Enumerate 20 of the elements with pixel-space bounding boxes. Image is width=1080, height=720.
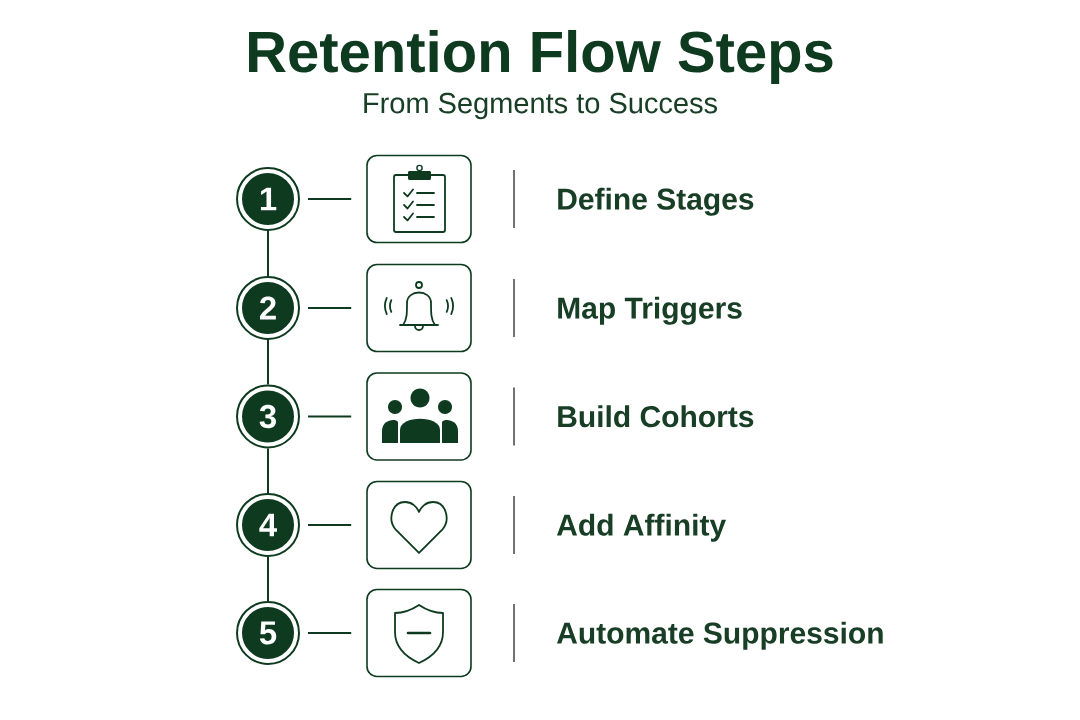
step-label: Build Cohorts — [558, 405, 754, 428]
connector-line — [267, 556, 269, 602]
connector-line — [307, 524, 353, 526]
step-label: Map Triggers — [558, 296, 742, 325]
connector-line — [307, 632, 353, 634]
step-label: Automate Suppression — [556, 621, 883, 650]
step-label: Add Affinity — [556, 513, 726, 542]
subtitle: From Segments to Success — [364, 92, 717, 120]
icon-box — [366, 588, 472, 678]
connector-line — [267, 339, 269, 386]
connector-line — [307, 307, 353, 309]
step-label: Define Stages — [558, 187, 754, 216]
icon-box — [366, 263, 472, 353]
connector-line — [307, 198, 353, 200]
icon-box — [366, 154, 472, 244]
title: Retention Flow Steps — [249, 29, 833, 84]
icon-box — [366, 480, 472, 570]
connector-line — [307, 415, 353, 418]
connector-line — [267, 447, 269, 494]
connector-line — [267, 230, 269, 277]
